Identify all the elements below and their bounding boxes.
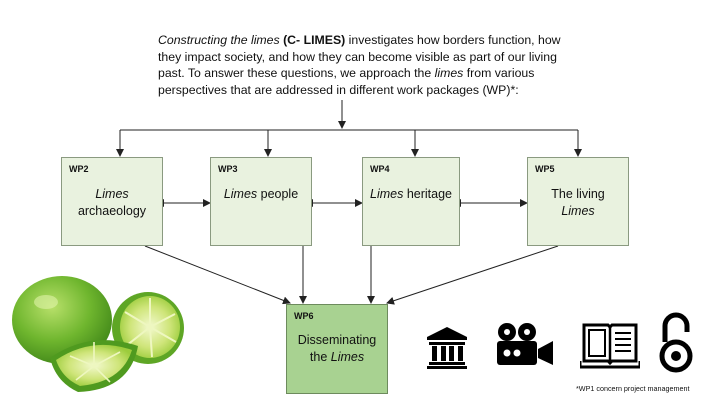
wp6-label-line2-italic: Limes [330, 350, 365, 364]
wp3-code: WP3 [218, 164, 238, 174]
wp3-label-italic: Limes [223, 187, 258, 201]
arrow-wp5-to-wp6 [386, 245, 559, 305]
wp2-box: WP2 Limes archaeology [61, 157, 163, 246]
footnote: *WP1 concern project management [576, 384, 690, 393]
wp4-code: WP4 [370, 164, 390, 174]
wp3-label: Limes people [211, 186, 311, 203]
wp6-label-line2-pre: the [309, 350, 331, 364]
intro-title: Constructing the limes [158, 33, 280, 47]
wp2-label-line1: Limes [95, 187, 129, 201]
wp2-label-line2: archaeology [77, 204, 147, 218]
wp3-box: WP3 Limes people [210, 157, 312, 246]
open-access-icon [659, 312, 693, 373]
movie-camera-icon [497, 323, 553, 365]
arrow-wp2-to-wp6 [144, 245, 291, 305]
wp6-code: WP6 [294, 311, 314, 321]
wp3-label-rest: people [257, 187, 299, 201]
wp2-label: Limes archaeology [62, 186, 162, 220]
intro-limes: limes [434, 66, 464, 80]
wp5-label-line1: The living [551, 187, 605, 201]
wp4-label-rest: heritage [403, 187, 452, 201]
intro-acronym: (C- LIMES) [283, 33, 346, 47]
wp4-box: WP4 Limes heritage [362, 157, 460, 246]
lime-fruit-image [12, 276, 184, 392]
wp5-label: The living Limes [528, 186, 628, 220]
intro-text-1: investigates how borders function, how t… [158, 33, 561, 80]
wp6-label: Disseminating the Limes [287, 332, 387, 366]
intro-text-2: from various perspectives that are addre… [158, 66, 535, 97]
wp4-label-italic: Limes [370, 187, 404, 201]
wp6-box: WP6 Disseminating the Limes [286, 304, 388, 394]
wp2-code: WP2 [69, 164, 89, 174]
wp6-label-line1: Disseminating [297, 333, 377, 347]
wp5-code: WP5 [535, 164, 555, 174]
wp5-box: WP5 The living Limes [527, 157, 629, 246]
museum-icon [427, 327, 467, 369]
book-icon [580, 323, 640, 369]
wp5-label-line2: Limes [561, 204, 595, 218]
intro-paragraph: Constructing the limes (C- LIMES) invest… [158, 32, 568, 98]
wp4-label: Limes heritage [363, 186, 459, 203]
